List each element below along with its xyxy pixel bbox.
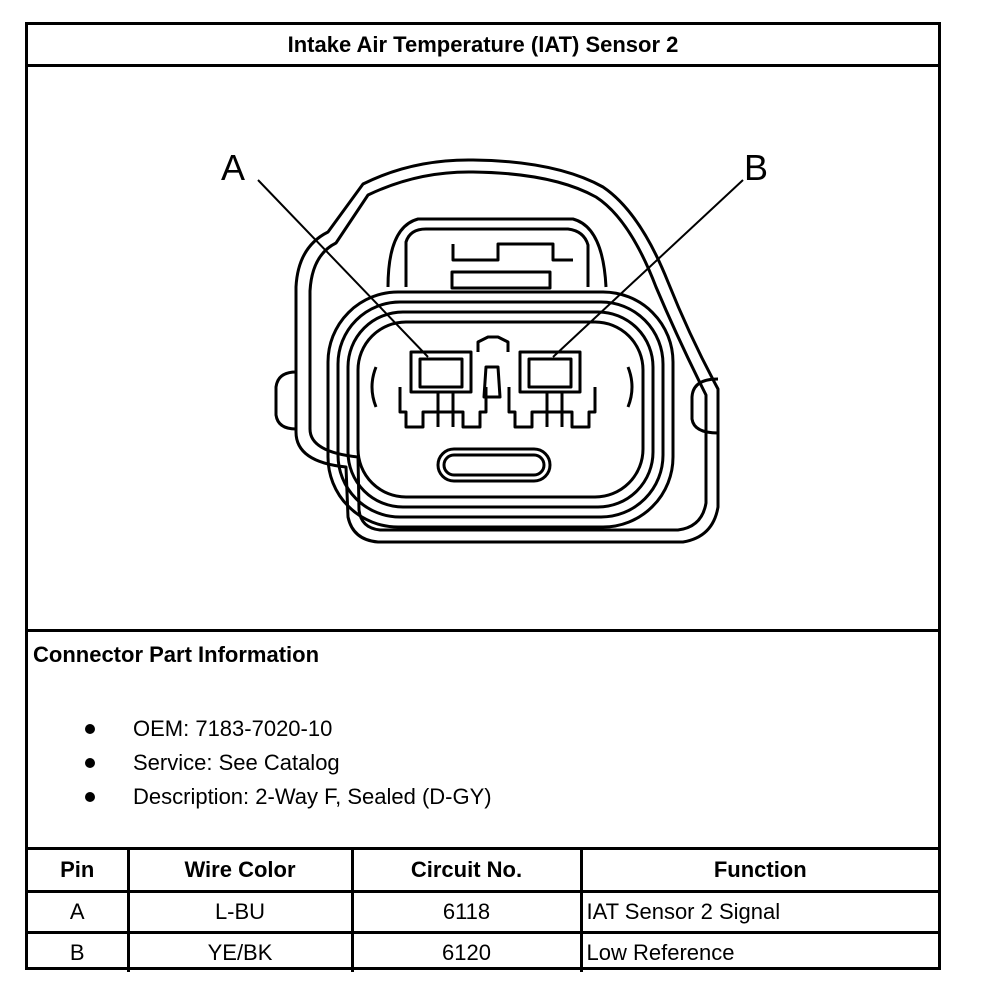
connector-drawing: A B bbox=[221, 147, 768, 544]
callout-label-a: A bbox=[221, 147, 245, 188]
table-header-row: Pin Wire Color Circuit No. Function bbox=[28, 847, 938, 893]
connector-part-information: Connector Part Information OEM: 7183-702… bbox=[28, 629, 938, 849]
terminal-b-body bbox=[518, 350, 582, 394]
column-header-wire-color: Wire Color bbox=[126, 847, 354, 893]
pin-table: Pin Wire Color Circuit No. Function A L-… bbox=[28, 847, 938, 972]
bullet-icon bbox=[85, 758, 95, 768]
latch-inner bbox=[404, 227, 590, 287]
seal-ring-2 bbox=[336, 300, 665, 519]
bullet-icon bbox=[85, 792, 95, 802]
column-header-circuit-no: Circuit No. bbox=[350, 847, 583, 893]
list-item: Description: 2-Way F, Sealed (D-GY) bbox=[81, 780, 492, 814]
terminal-b-inner bbox=[527, 357, 573, 389]
callout-line-b bbox=[552, 179, 744, 358]
column-header-function: Function bbox=[579, 847, 938, 893]
latch-outer bbox=[386, 217, 608, 288]
list-item-text: Description: 2-Way F, Sealed (D-GY) bbox=[133, 784, 492, 809]
page-title: Intake Air Temperature (IAT) Sensor 2 bbox=[28, 25, 938, 67]
seal-ring-3 bbox=[346, 310, 655, 509]
terminal-a-foot bbox=[398, 387, 488, 429]
callout-line-a bbox=[257, 179, 429, 358]
seal-ring-1 bbox=[326, 290, 675, 529]
table-row: B YE/BK 6120 Low Reference bbox=[28, 931, 938, 972]
table-row: A L-BU 6118 IAT Sensor 2 Signal bbox=[28, 890, 938, 934]
key-slot-outer bbox=[436, 447, 552, 483]
list-item: OEM: 7183-7020-10 bbox=[81, 712, 492, 746]
connector-card: Intake Air Temperature (IAT) Sensor 2 bbox=[25, 22, 941, 972]
key-slot-inner bbox=[442, 453, 546, 477]
list-item: Service: See Catalog bbox=[81, 746, 492, 780]
column-header-pin: Pin bbox=[28, 847, 130, 893]
terminal-a-body bbox=[409, 350, 473, 394]
section-heading: Connector Part Information bbox=[33, 642, 320, 667]
cell-circuit-no: 6118 bbox=[350, 890, 583, 934]
center-divider bbox=[476, 335, 510, 352]
cell-pin: B bbox=[28, 931, 130, 972]
part-info-list: OEM: 7183-7020-10 Service: See Catalog D… bbox=[81, 712, 492, 814]
bullet-icon bbox=[85, 724, 95, 734]
housing-outer bbox=[294, 158, 720, 544]
ear-left bbox=[274, 370, 297, 431]
callout-label-b: B bbox=[744, 147, 768, 188]
latch-tab bbox=[451, 242, 573, 262]
latch-window bbox=[450, 270, 552, 290]
ear-right bbox=[690, 377, 719, 435]
cell-wire-color: YE/BK bbox=[126, 931, 354, 972]
seal-ring-4 bbox=[356, 320, 645, 499]
cell-function: Low Reference bbox=[579, 931, 938, 972]
cell-function: IAT Sensor 2 Signal bbox=[579, 890, 938, 934]
terminal-b-foot bbox=[507, 387, 597, 429]
connector-diagram: A B bbox=[28, 67, 938, 632]
list-item-text: Service: See Catalog bbox=[133, 750, 340, 775]
cell-pin: A bbox=[28, 890, 130, 934]
cell-wire-color: L-BU bbox=[126, 890, 354, 934]
terminal-a-inner bbox=[418, 357, 464, 389]
housing-outer-inner bbox=[308, 170, 708, 532]
cell-circuit-no: 6120 bbox=[350, 931, 583, 972]
list-item-text: OEM: 7183-7020-10 bbox=[133, 716, 333, 741]
